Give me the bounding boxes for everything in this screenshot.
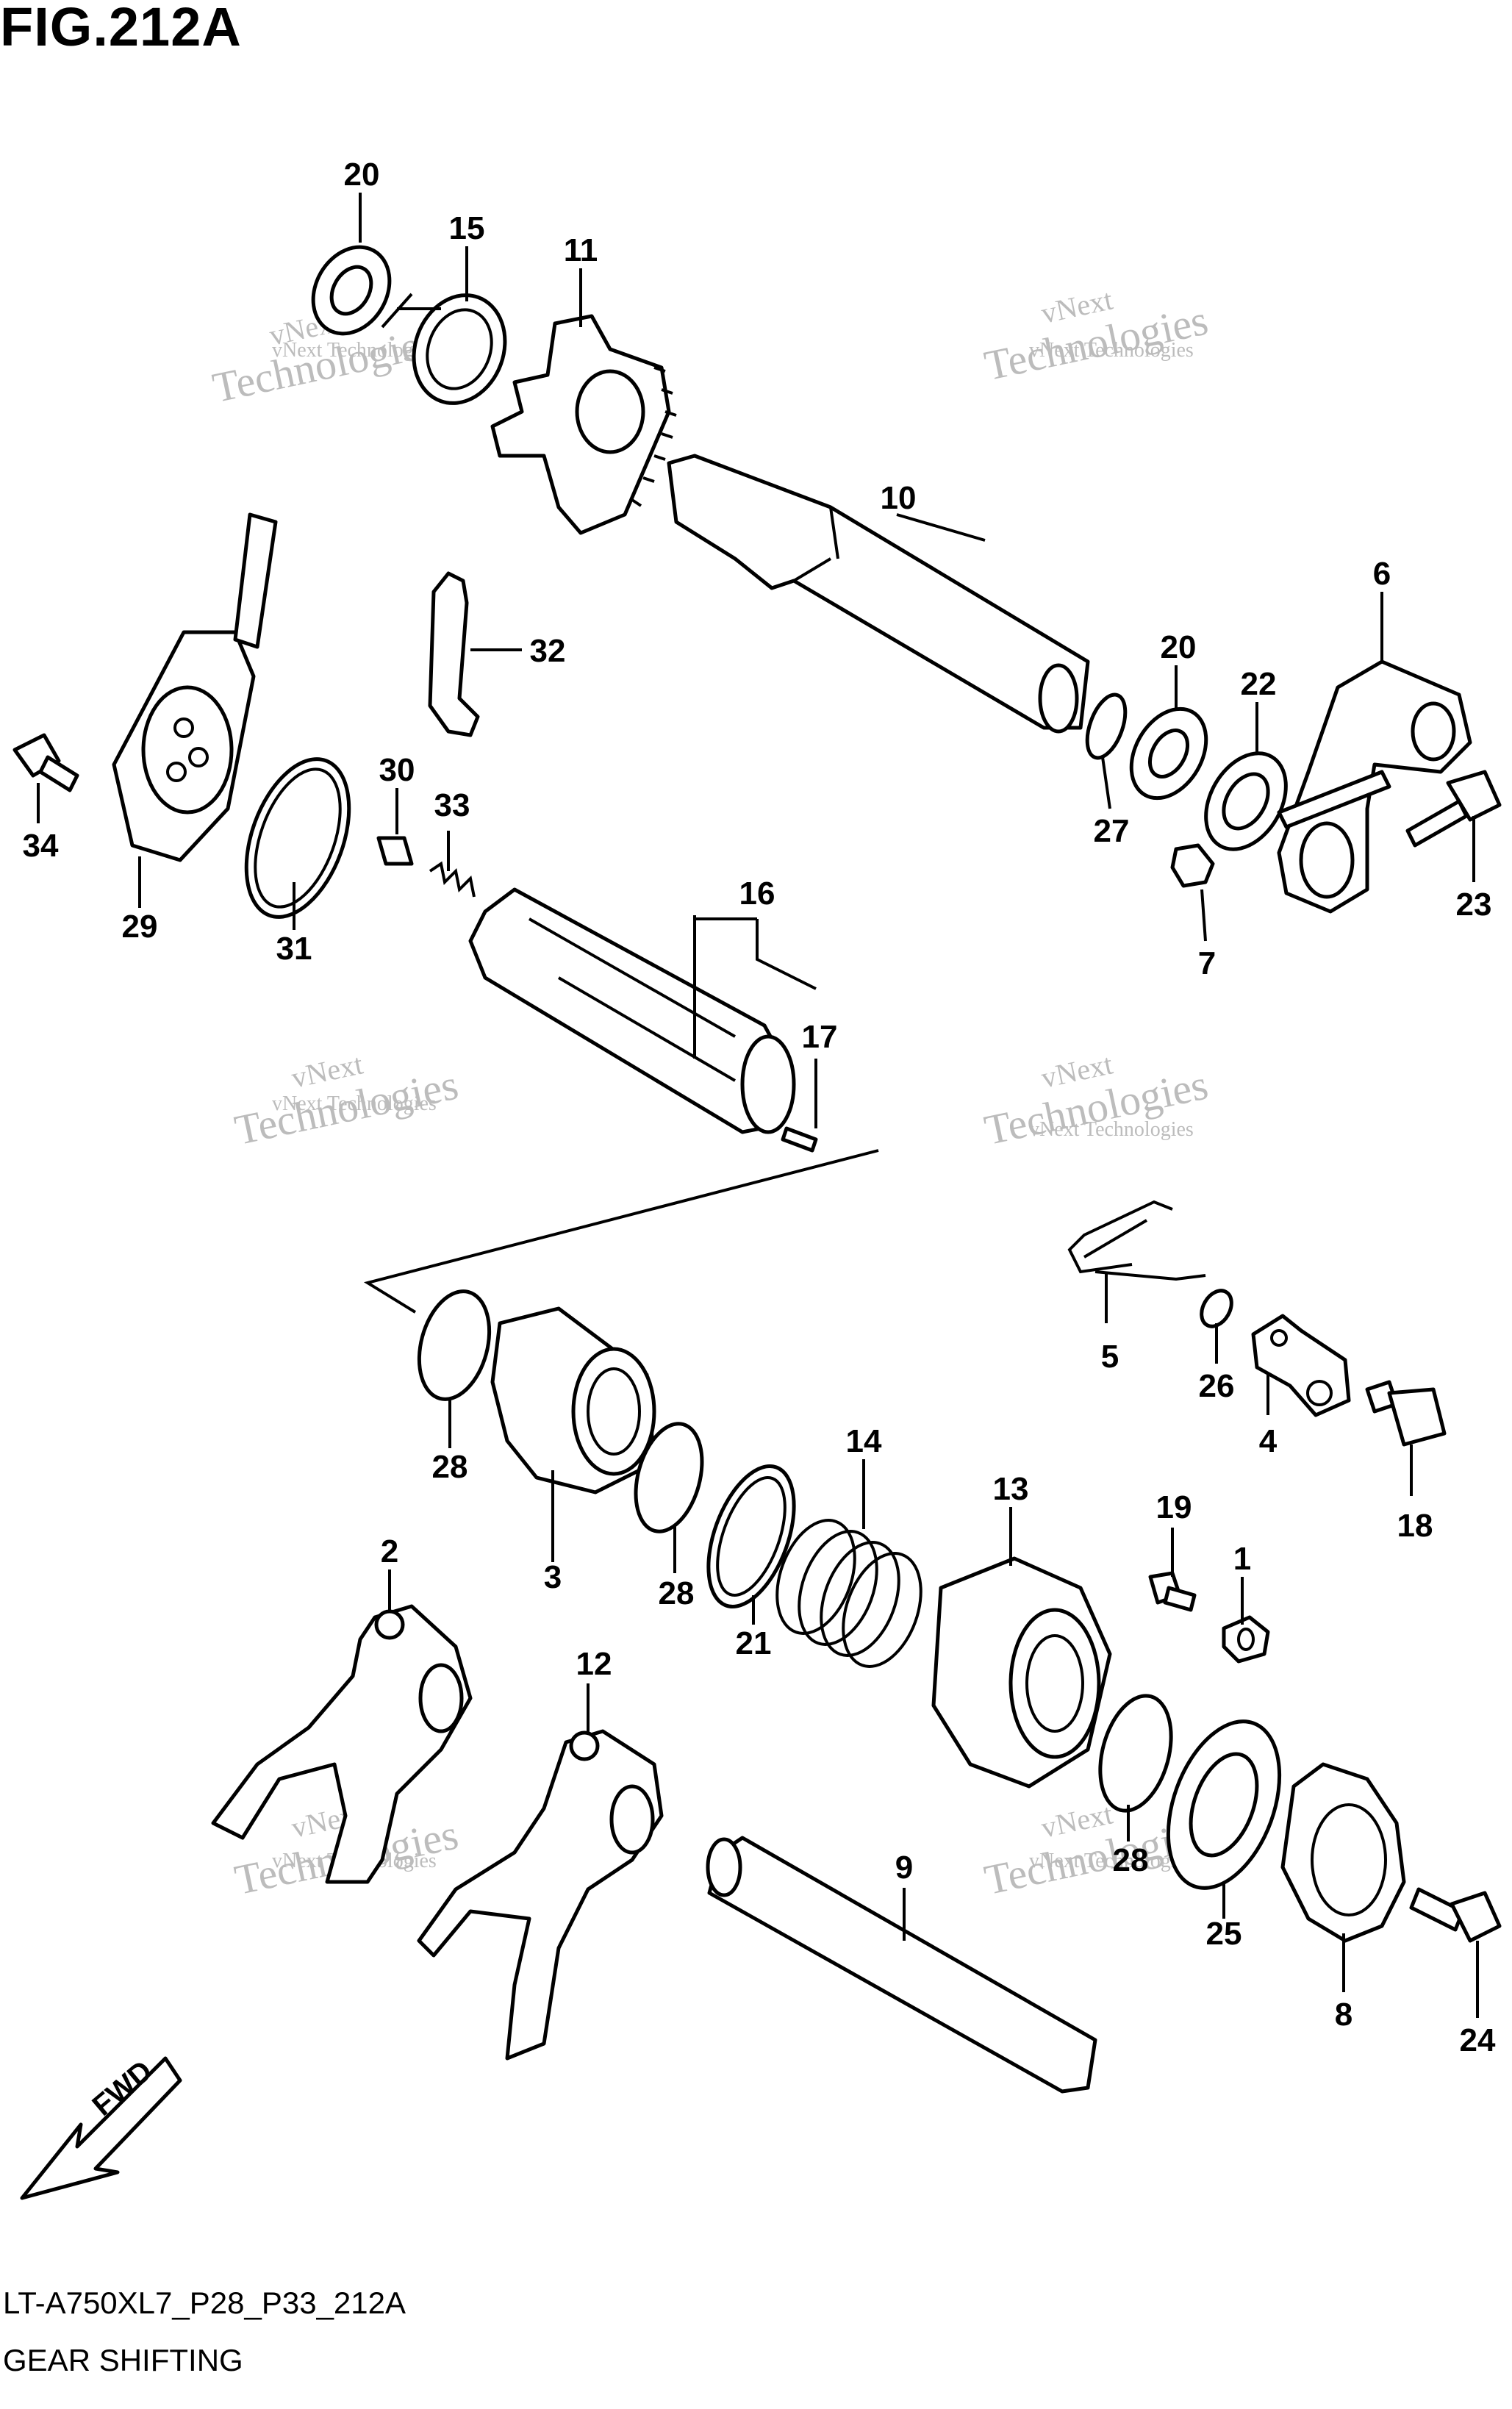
callout-25: 25 <box>1206 1916 1242 1952</box>
circlip-28-mid <box>634 1422 704 1533</box>
callout-34: 34 <box>23 828 59 864</box>
oil-seal-22 <box>1204 751 1288 851</box>
callout-21: 21 <box>736 1625 772 1661</box>
callout-5: 5 <box>1101 1339 1119 1375</box>
page-title: FIG.212A <box>0 0 242 57</box>
svg-text:vNext Technologies: vNext Technologies <box>1029 1118 1194 1141</box>
shift-cam-drum-3 <box>490 1306 656 1495</box>
callout-3: 3 <box>544 1559 562 1595</box>
callout-23: 23 <box>1456 887 1492 923</box>
callout-28: 28 <box>432 1449 468 1485</box>
watermark: vNext Technologies <box>231 1047 462 1154</box>
callout-labels: 1 2 3 4 5 6 7 8 9 10 11 12 13 14 15 16 1… <box>23 157 1496 2058</box>
callout-30: 30 <box>379 752 415 788</box>
return-spring-15 <box>381 293 507 405</box>
spring-14 <box>775 1519 922 1668</box>
svg-text:vNext Technologies: vNext Technologies <box>272 339 437 362</box>
section-name: GEAR SHIFTING <box>3 2343 243 2377</box>
stopper-plate-4 <box>1251 1314 1351 1417</box>
cam-stopper-gear-8 <box>1280 1762 1406 1943</box>
gear-position-switch-29 <box>112 512 278 862</box>
callout-20: 20 <box>344 157 380 193</box>
svg-text:vNext Technologies: vNext Technologies <box>1029 1850 1194 1872</box>
callout-28c: 28 <box>1113 1842 1149 1878</box>
callout-2: 2 <box>381 1533 398 1569</box>
callout-6: 6 <box>1373 556 1391 592</box>
callout-33: 33 <box>434 787 470 823</box>
shift-arm-6 <box>1277 659 1472 914</box>
callout-10: 10 <box>881 480 917 516</box>
callout-32: 32 <box>530 633 566 669</box>
washer-26 <box>1200 1289 1233 1328</box>
svg-text:vNext Technologies: vNext Technologies <box>1029 339 1194 362</box>
o-ring-31 <box>244 757 351 919</box>
nut-1 <box>1222 1615 1270 1664</box>
spring-5 <box>1067 1200 1206 1281</box>
callout-20b: 20 <box>1161 629 1197 665</box>
shift-shaft-10 <box>667 454 1090 734</box>
shift-sector-11 <box>490 314 677 535</box>
callout-24: 24 <box>1460 2022 1496 2058</box>
callout-29: 29 <box>122 909 158 945</box>
clamp-32 <box>428 571 480 737</box>
callout-4: 4 <box>1259 1423 1278 1459</box>
shift-fork-12 <box>417 1729 664 2061</box>
callout-26: 26 <box>1199 1368 1235 1404</box>
pin-30 <box>376 836 414 866</box>
fwd-arrow-icon: FWD <box>20 2055 182 2200</box>
callout-19: 19 <box>1156 1489 1192 1525</box>
bolt-23 <box>1405 770 1502 848</box>
washer-20-top <box>311 245 392 336</box>
pin-17 <box>781 1126 818 1153</box>
connector-line <box>363 1149 879 1314</box>
callout-31: 31 <box>276 931 312 967</box>
circlip-28-right <box>1098 1694 1173 1813</box>
shift-fork-2 <box>211 1604 473 1884</box>
circlip-27 <box>1085 692 1128 760</box>
watermark: vNext Technologies <box>981 282 1212 390</box>
fork-shaft-9 <box>706 1836 1097 2094</box>
callout-11: 11 <box>564 232 598 268</box>
callout-1: 1 <box>1233 1541 1251 1577</box>
bolt-19 <box>1148 1571 1197 1612</box>
cam-drum-assembly-16 <box>468 887 796 1134</box>
callout-28b: 28 <box>659 1575 695 1611</box>
callout-22: 22 <box>1241 666 1277 702</box>
callout-18: 18 <box>1397 1508 1433 1544</box>
bearing-25 <box>1166 1719 1282 1890</box>
bolt-34 <box>12 733 79 792</box>
callout-9: 9 <box>895 1850 913 1886</box>
callout-13: 13 <box>993 1471 1029 1507</box>
washer-21 <box>706 1464 796 1609</box>
callout-12: 12 <box>576 1646 612 1682</box>
spring-33 <box>429 861 476 898</box>
callout-8: 8 <box>1335 1997 1352 2033</box>
callout-7: 7 <box>1198 945 1216 981</box>
callout-17: 17 <box>802 1019 838 1055</box>
nut-7 <box>1170 843 1215 888</box>
watermark-caption: vNext Technologies vNext Technologies vN… <box>272 339 1194 1872</box>
bolt-18 <box>1365 1380 1447 1447</box>
bolt-24 <box>1409 1887 1502 1943</box>
callout-27: 27 <box>1094 813 1130 849</box>
leader-lines <box>37 193 1479 2018</box>
callout-14: 14 <box>846 1423 882 1459</box>
model-code: LT-A750XL7_P28_P33_212A <box>3 2285 406 2320</box>
cam-drum-13 <box>931 1556 1112 1789</box>
circlip-28-left <box>417 1289 492 1401</box>
svg-text:vNext Technologies: vNext Technologies <box>272 1092 437 1115</box>
callout-16: 16 <box>739 876 775 912</box>
callout-15: 15 <box>449 210 485 246</box>
washer-20-right <box>1129 706 1208 801</box>
